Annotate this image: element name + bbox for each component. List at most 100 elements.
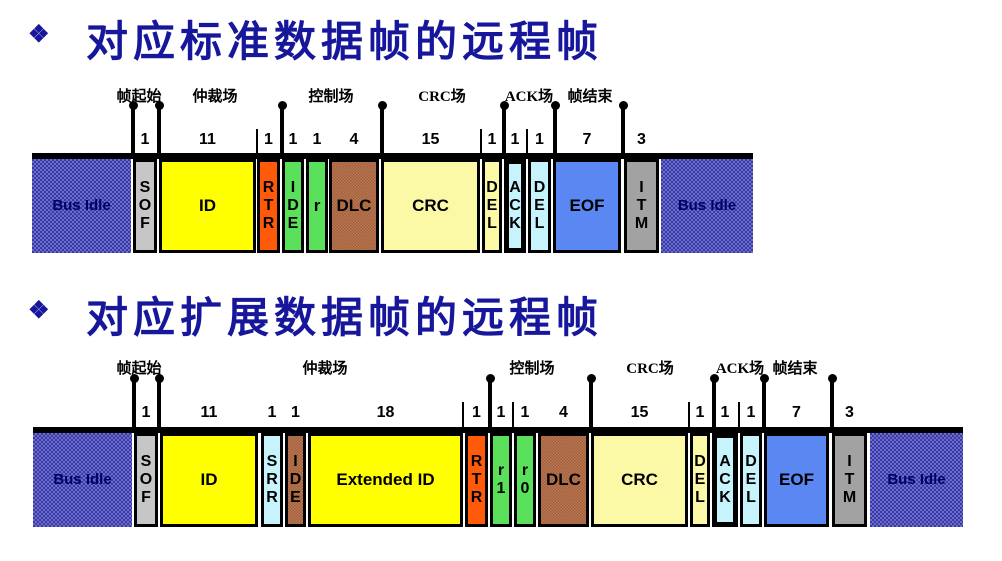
field-label: 帧结束: [772, 361, 818, 377]
bit-count: 4: [559, 404, 568, 421]
segment-dlc: DLC: [538, 433, 589, 527]
boundary-tick: [256, 129, 258, 153]
callout-pin: [380, 106, 384, 153]
segment-crc: CRC: [381, 159, 480, 253]
segment-label: Bus Idle: [887, 471, 946, 489]
callout-pin: [157, 106, 161, 153]
bit-count: 18: [376, 404, 395, 421]
callout-dot-icon: [550, 101, 560, 110]
bit-count: 1: [720, 404, 730, 421]
boundary-tick: [462, 402, 464, 427]
callout-pin: [553, 106, 557, 153]
segment-label: Bus Idle: [677, 197, 737, 215]
callout-pin: [621, 106, 625, 153]
segment-eof: EOF: [553, 159, 621, 253]
boundary-tick: [512, 402, 514, 427]
field-label: 帧结束: [567, 89, 613, 105]
segment-label: CRC: [412, 196, 449, 216]
field-label: ACK场: [504, 89, 554, 105]
field-label: 帧起始: [116, 89, 162, 105]
callout-pin: [712, 379, 716, 427]
section-title-extended: 对应扩展数据帧的远程帧: [86, 294, 604, 341]
frame-baseline: [33, 427, 963, 433]
callout-dot-icon: [377, 101, 387, 110]
segment-bus-idle-right: Bus Idle: [661, 159, 753, 253]
callout-dot-icon: [128, 101, 138, 110]
callout-pin: [502, 106, 506, 153]
boundary-tick: [526, 129, 528, 153]
field-label: ACK场: [715, 361, 765, 377]
segment-label: Extended ID: [336, 470, 435, 490]
field-label: CRC场: [418, 89, 466, 105]
callout-dot-icon: [618, 101, 628, 110]
bit-count: 1: [510, 131, 520, 148]
bit-count: 1: [746, 404, 756, 421]
bit-count: 3: [845, 404, 854, 421]
callout-pin: [280, 106, 284, 153]
callout-dot-icon: [154, 374, 164, 383]
segment-id: ID: [159, 159, 256, 253]
bit-count: 1: [496, 404, 506, 421]
segment-dlc: DLC: [329, 159, 379, 253]
boundary-tick: [480, 129, 482, 153]
frame-baseline: [32, 153, 753, 159]
callout-pin: [762, 379, 766, 427]
bit-count: 1: [312, 131, 322, 148]
bit-count: 15: [630, 404, 649, 421]
bit-count: 11: [199, 131, 216, 148]
callout-dot-icon: [277, 101, 287, 110]
boundary-tick: [688, 402, 690, 427]
bit-count: 1: [695, 404, 705, 421]
boundary-tick: [738, 402, 740, 427]
segment-label: CRC: [621, 470, 658, 490]
field-label: 控制场: [308, 89, 354, 105]
segment-bus-idle-left: Bus Idle: [33, 433, 132, 527]
field-label: 控制场: [509, 361, 555, 377]
segment-label: r: [313, 196, 321, 216]
bit-count: 1: [264, 131, 273, 148]
bit-count: 1: [288, 131, 298, 148]
bit-count: 7: [582, 131, 592, 148]
callout-dot-icon: [759, 374, 769, 383]
field-label: 仲裁场: [302, 361, 348, 377]
callout-pin: [589, 379, 593, 427]
bit-count: 1: [267, 404, 277, 421]
bit-count: 15: [421, 131, 440, 148]
callout-dot-icon: [709, 374, 719, 383]
segment-bus-idle-left: Bus Idle: [32, 159, 131, 253]
callout-pin: [488, 379, 492, 427]
bit-count: 3: [637, 131, 646, 148]
callout-dot-icon: [154, 101, 164, 110]
segment-eof: EOF: [764, 433, 829, 527]
callout-dot-icon: [827, 374, 837, 383]
segment-label: EOF: [779, 470, 814, 490]
bit-count: 1: [140, 131, 150, 148]
callout-dot-icon: [586, 374, 596, 383]
bit-count: 1: [472, 404, 481, 421]
